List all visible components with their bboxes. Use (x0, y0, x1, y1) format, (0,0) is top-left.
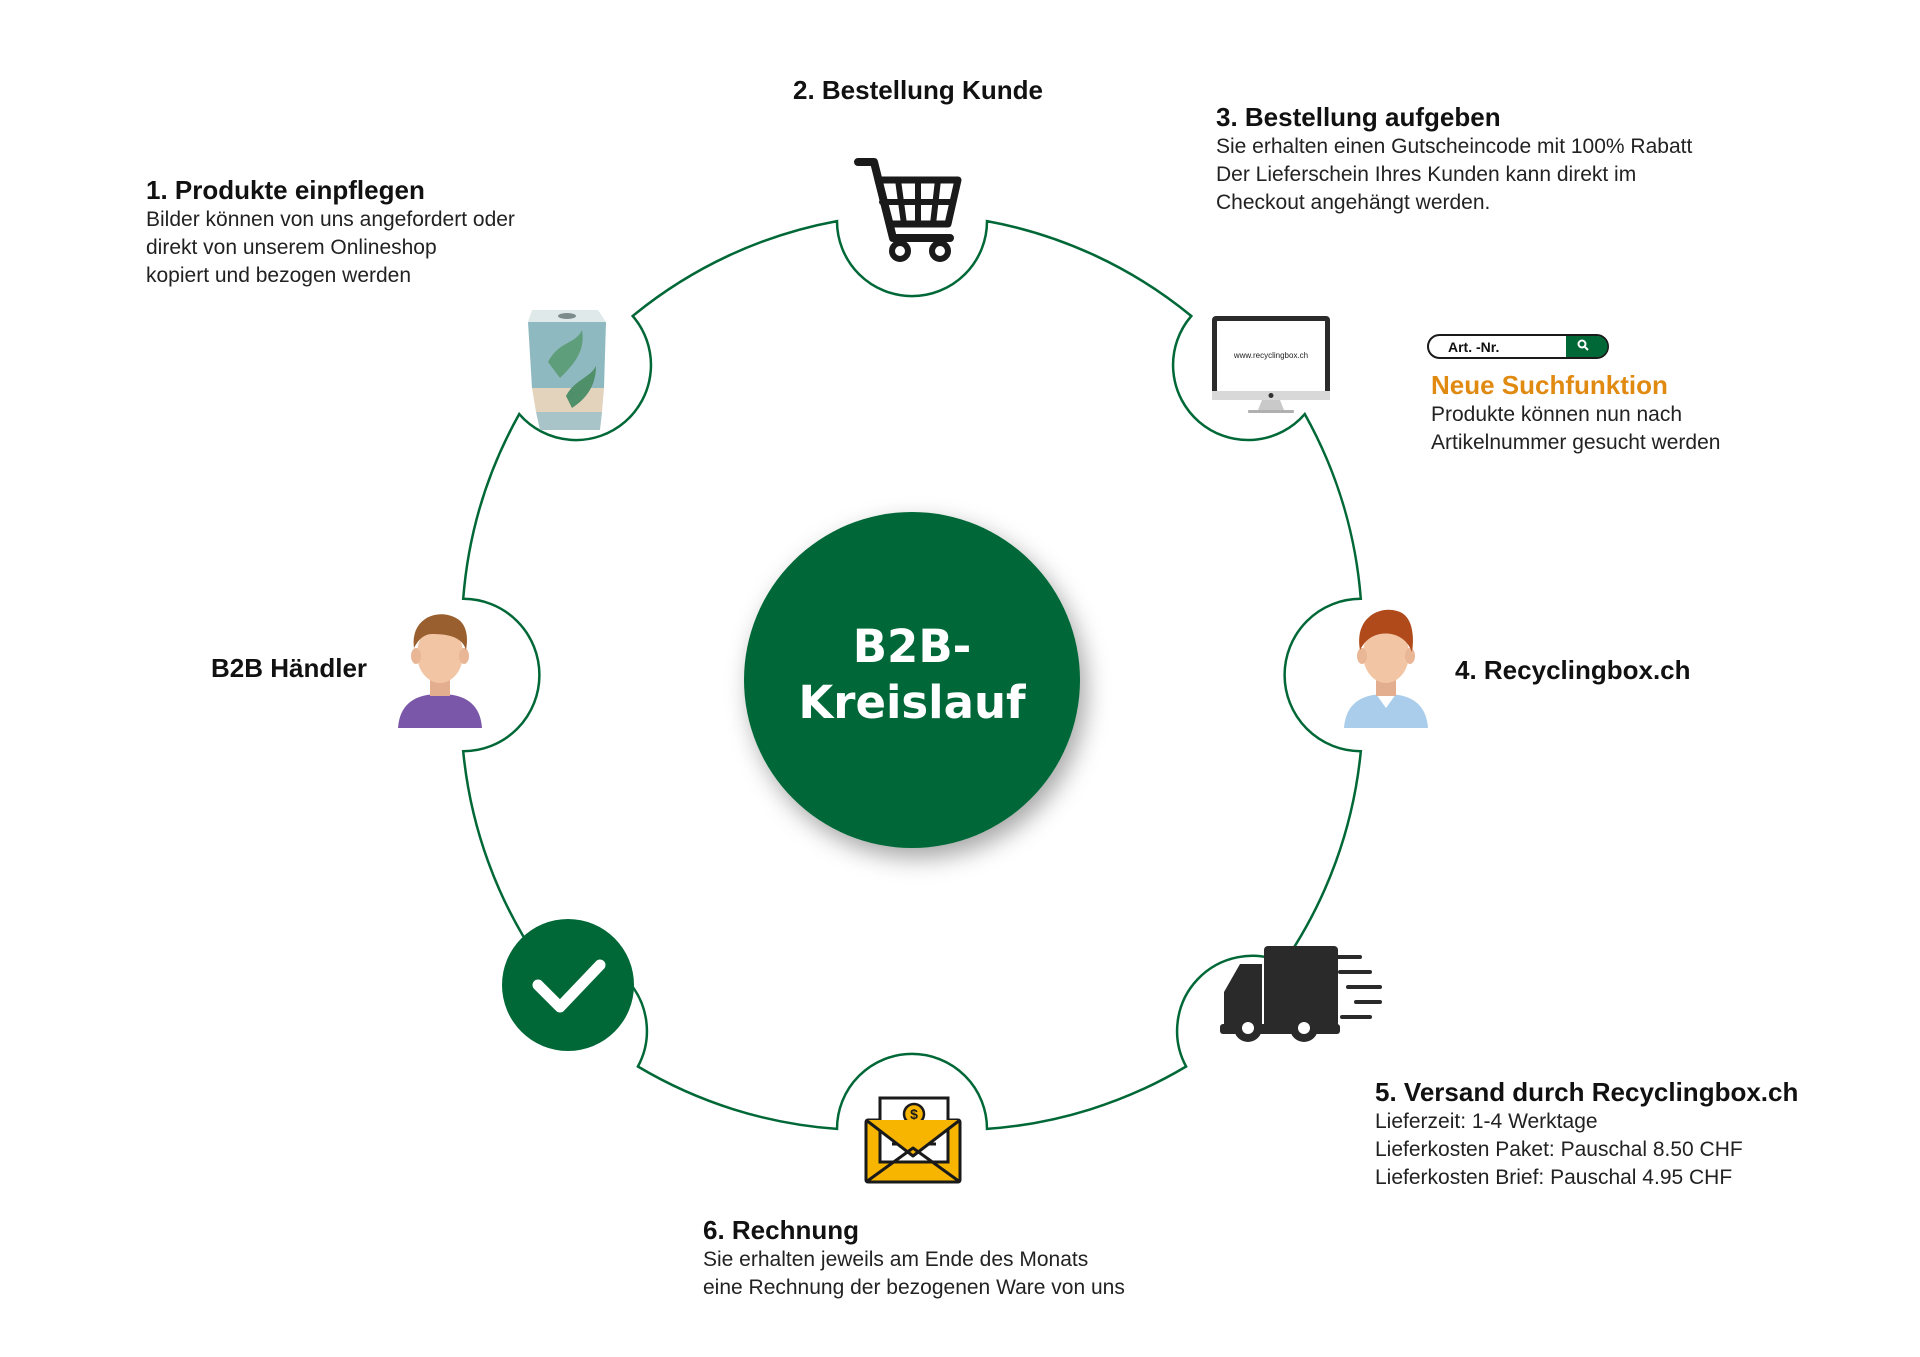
step-1-line-1: Bilder können von uns angefordert oder (146, 208, 515, 231)
search-feature-label: Neue Suchfunktion Produkte können nun na… (1431, 369, 1720, 457)
step-1-title: 1. Produkte einpflegen (146, 175, 425, 205)
step-6-title: 6. Rechnung (703, 1215, 860, 1245)
recycling-bin-icon (528, 310, 606, 430)
step-3-line-2: Der Lieferschein Ihres Kunden kann direk… (1216, 163, 1637, 186)
step-5-line-3: Lieferkosten Brief: Pauschal 4.95 CHF (1375, 1166, 1733, 1189)
step-2-title: 2. Bestellung Kunde (793, 75, 1043, 105)
center-disc: B2B- Kreislauf (744, 512, 1080, 848)
search-box: Art. -Nr. (1427, 334, 1609, 359)
svg-text:$: $ (910, 1106, 918, 1122)
person-icon-recyclingbox (1344, 609, 1428, 728)
cycle-ring (461, 219, 1363, 1131)
dealer-label: B2B Händler (211, 653, 368, 683)
step-1-line-2: direkt von unserem Onlineshop (146, 236, 437, 259)
center-title-line1: B2B- (853, 620, 972, 673)
step-5-line-2: Lieferkosten Paket: Pauschal 8.50 CHF (1375, 1138, 1743, 1161)
shopping-cart-icon (854, 158, 962, 262)
step-5-label: 5. Versand durch Recyclingbox.ch Lieferz… (1375, 1076, 1798, 1192)
person-icon-dealer (398, 614, 482, 728)
step-6-label: 6. Rechnung Sie erhalten jeweils am Ende… (703, 1214, 1125, 1302)
invoice-envelope-icon: $ (864, 1096, 962, 1184)
step-3-label: 3. Bestellung aufgeben Sie erhalten eine… (1216, 101, 1692, 217)
search-box-label: Art. -Nr. (1448, 339, 1499, 355)
delivery-truck-icon (1220, 946, 1382, 1042)
step-3-title: 3. Bestellung aufgeben (1216, 102, 1501, 132)
step-5-title: 5. Versand durch Recyclingbox.ch (1375, 1077, 1799, 1107)
center-title-line2: Kreislauf (798, 676, 1026, 729)
step-4-title: 4. Recyclingbox.ch (1455, 655, 1691, 685)
step-1-line-3: kopiert und bezogen werden (146, 264, 412, 287)
monitor-url-text: www.recyclingbox.ch (1233, 351, 1308, 360)
step-3-line-3: Checkout angehängt werden. (1216, 191, 1491, 214)
monitor-icon: www.recyclingbox.ch (1212, 316, 1330, 413)
step-5-line-1: Lieferzeit: 1-4 Werktage (1375, 1110, 1598, 1133)
checkmark-icon (502, 919, 634, 1051)
step-6-line-2: eine Rechnung der bezogenen Ware von uns (703, 1276, 1125, 1299)
magnifier-icon (1577, 339, 1589, 351)
search-feature-line-1: Produkte können nun nach (1431, 403, 1683, 426)
step-1-label: 1. Produkte einpflegen Bilder können von… (146, 174, 515, 290)
step-6-line-1: Sie erhalten jeweils am Ende des Monats (703, 1248, 1089, 1271)
search-feature-line-2: Artikelnummer gesucht werden (1431, 431, 1721, 454)
step-3-line-1: Sie erhalten einen Gutscheincode mit 100… (1216, 135, 1693, 158)
search-feature-title: Neue Suchfunktion (1431, 370, 1668, 400)
